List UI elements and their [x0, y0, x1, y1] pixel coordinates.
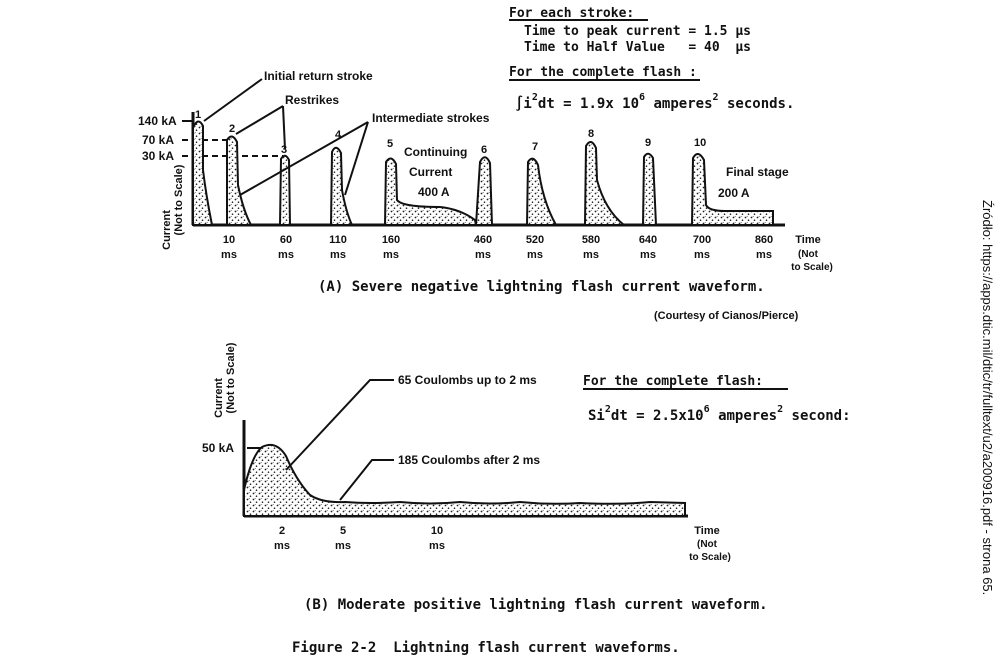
x-tick-value: 700: [693, 234, 711, 246]
stroke-number: 1: [195, 109, 201, 121]
x-tick-value: 2: [279, 525, 285, 537]
x-tick-unit: ms: [335, 540, 351, 552]
stroke-3-pulse: [278, 154, 292, 226]
x-tick-value: 5: [340, 525, 346, 537]
stroke-8-pulse: [583, 141, 627, 226]
stroke-number: 10: [694, 137, 706, 149]
leader-185-coulombs: [339, 459, 394, 501]
panel-b-x-ticks: 2 ms 5 ms 10 ms: [274, 525, 445, 552]
panel-a-y-label-2: (Not to Scale): [173, 164, 185, 235]
stroke-number: 2: [229, 123, 235, 135]
annotation-200a: 200 A: [718, 186, 750, 200]
x-tick-value: 520: [526, 234, 544, 246]
stroke-9-pulse: [641, 152, 658, 226]
courtesy-note: (Courtesy of Cianos/Pierce): [654, 310, 799, 322]
stroke-number: 7: [532, 141, 538, 153]
panel-a-y-label-1: Current: [161, 210, 173, 250]
leader-initial: [203, 78, 263, 122]
complete-flash-a-heading: For the complete flash :: [509, 65, 697, 80]
level-50ka: 50 kA: [202, 441, 234, 455]
level-140ka: 140 kA: [138, 114, 177, 128]
panel-b-time-label: Time (Not to Scale): [689, 525, 731, 563]
x-tick-unit: ms: [475, 249, 491, 261]
x-tick-value: 10: [431, 525, 443, 537]
x-tick-value: 110: [329, 234, 347, 246]
positive-flash-waveform: [243, 443, 686, 517]
time-to-half-text: Time to Half Value = 40 μs: [524, 40, 751, 55]
x-tick-unit: ms: [640, 249, 656, 261]
stroke-2-pulse: [226, 135, 253, 226]
x-tick-unit: ms: [278, 249, 294, 261]
annotation-185-coulombs: 185 Coulombs after 2 ms: [398, 453, 540, 467]
leader-restrike-3: [282, 105, 286, 150]
leader-65-coulombs: [285, 379, 394, 471]
energy-formula-a: ∫i2dt = 1.9x 106 amperes2 seconds.: [515, 92, 794, 112]
stroke-1-pulse: [192, 120, 214, 226]
annotation-final-stage: Final stage: [726, 165, 789, 179]
panel-a: For each stroke: Time to peak current = …: [138, 6, 833, 322]
panel-a-x-ticks: 10 ms 60 ms 110 ms 160 ms 460 ms 520 ms …: [221, 234, 773, 261]
source-note: Źródło: https://apps.dtic.mil/dtic/tr/fu…: [980, 200, 995, 595]
stroke-number: 3: [281, 144, 287, 156]
x-tick-unit: ms: [330, 249, 346, 261]
leader-restrike-2: [235, 105, 284, 135]
x-tick-unit: ms: [694, 249, 710, 261]
x-tick-value: 860: [755, 234, 773, 246]
annotation-65-coulombs: 65 Coulombs up to 2 ms: [398, 373, 537, 387]
time-label-line: Time: [795, 234, 820, 246]
time-label-line: to Scale): [791, 262, 833, 273]
panel-a-time-label: Time (Not to Scale): [791, 234, 833, 273]
stroke-numbers: 1 2 3 4 5 6 7 8 9 10: [195, 109, 706, 156]
x-tick-unit: ms: [274, 540, 290, 552]
level-30ka: 30 kA: [142, 149, 174, 163]
leader-intermediate-1: [239, 121, 369, 196]
stroke-number: 6: [481, 144, 487, 156]
time-label-line: (Not: [798, 249, 819, 260]
x-tick-value: 640: [639, 234, 657, 246]
x-tick-value: 160: [382, 234, 400, 246]
x-tick-unit: ms: [383, 249, 399, 261]
time-label-line: (Not: [697, 539, 718, 550]
leader-intermediate-2: [344, 121, 369, 196]
stroke-10-pulse-final: [690, 153, 774, 226]
panel-a-caption: (A) Severe negative lightning flash curr…: [318, 279, 765, 295]
annotation-initial-return-stroke: Initial return stroke: [264, 69, 373, 83]
level-70ka: 70 kA: [142, 133, 174, 147]
x-tick-value: 10: [223, 234, 235, 246]
panel-b: Current (Not to Scale) 50 kA 65 Coulombs…: [202, 342, 851, 613]
energy-formula-b: Si2dt = 2.5x106 amperes2 second:: [588, 404, 851, 424]
annotation-continuing: Continuing: [404, 145, 467, 159]
panel-b-y-label-2: (Not to Scale): [225, 342, 237, 413]
stroke-5-pulse-continuing: [383, 157, 478, 226]
figure-caption: Figure 2-2 Lightning flash current wavef…: [292, 640, 680, 656]
panel-b-y-label-1: Current: [213, 378, 225, 418]
complete-flash-b-heading: For the complete flash:: [583, 374, 763, 389]
stroke-number: 9: [645, 137, 651, 149]
annotation-400a: 400 A: [418, 185, 450, 199]
stroke-number: 8: [588, 128, 594, 140]
panel-b-caption: (B) Moderate positive lightning flash cu…: [304, 597, 768, 613]
each-stroke-heading: For each stroke:: [509, 6, 634, 21]
x-tick-unit: ms: [583, 249, 599, 261]
annotation-current: Current: [409, 165, 452, 179]
time-to-peak-text: Time to peak current = 1.5 μs: [524, 24, 751, 39]
x-tick-value: 580: [582, 234, 600, 246]
time-label-line: to Scale): [689, 552, 731, 563]
stroke-number: 4: [335, 129, 342, 141]
x-tick-value: 460: [474, 234, 492, 246]
x-tick-unit: ms: [429, 540, 445, 552]
stroke-number: 5: [387, 138, 393, 150]
stroke-4-pulse: [329, 146, 354, 226]
x-tick-value: 60: [280, 234, 292, 246]
stroke-7-pulse: [525, 157, 558, 226]
time-label-line: Time: [694, 525, 719, 537]
x-tick-unit: ms: [221, 249, 237, 261]
x-tick-unit: ms: [527, 249, 543, 261]
annotation-intermediate-strokes: Intermediate strokes: [372, 111, 490, 125]
stroke-6-pulse: [474, 156, 494, 226]
annotation-restrikes: Restrikes: [285, 93, 339, 107]
x-tick-unit: ms: [756, 249, 772, 261]
